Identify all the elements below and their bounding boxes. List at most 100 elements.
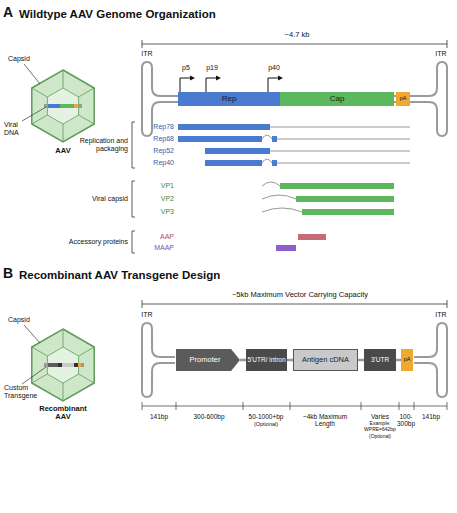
promoter-arrowhead [216, 76, 221, 81]
capsid-icon [32, 329, 94, 401]
protein-label: MAAP [136, 244, 174, 252]
polya-box: pA [396, 92, 410, 106]
rep-bar [272, 160, 277, 166]
dna-segment [74, 363, 78, 367]
splice-line [262, 159, 272, 163]
box-label: pA [400, 96, 407, 102]
vp-bar [280, 183, 394, 189]
rep-bar [272, 136, 277, 142]
dna-segment [58, 363, 62, 367]
dna-segment [81, 363, 84, 367]
box-label: 3'UTR [371, 357, 389, 364]
dna-segment [78, 363, 81, 367]
box-label: Cap [330, 95, 345, 103]
box-label: Rep [222, 95, 237, 103]
promoter-shape [176, 349, 240, 371]
transcript-line [270, 151, 410, 152]
panel-title: Recombinant AAV Transgene Design [19, 269, 279, 282]
transcript-line [277, 163, 410, 164]
box-label: Promoter [190, 356, 221, 364]
protein-label: AAP [136, 233, 174, 241]
dimension-label: ~5kb Maximum Vector Carrying Capacity [180, 291, 420, 299]
vp-bar [302, 209, 394, 215]
box-label: Antigen cDNA [302, 356, 349, 364]
splice-line [262, 208, 302, 212]
dna-segment [44, 363, 48, 367]
note-label: Example: WPRE=642bp [363, 421, 397, 432]
promoter-box: Promoter [176, 349, 240, 371]
promoter-arrow [206, 78, 216, 92]
itr-shape [414, 62, 447, 136]
icon-title: AAV [43, 147, 83, 155]
gene-box: Cap [280, 92, 394, 106]
note-label: (Optional) [363, 434, 397, 440]
group-bracket [132, 122, 135, 168]
dna-segment [48, 104, 60, 108]
protein-label: Rep78 [136, 123, 174, 131]
part-label: Viral DNA [4, 121, 30, 137]
box-label: pA [404, 357, 411, 363]
icon-title: Recombinant AAV [38, 405, 88, 422]
protein-label: VP2 [136, 195, 174, 203]
dna-segment [74, 104, 78, 108]
protein-label: VP3 [136, 208, 174, 216]
panel-title: Wildtype AAV Genome Organization [19, 8, 279, 21]
panel-letter: A [3, 5, 19, 21]
cdna-box: Antigen cDNA [293, 349, 358, 371]
note-label: (Optional) [246, 421, 286, 427]
length-label: 100-300bp [396, 413, 416, 428]
itr-label: ITR [135, 50, 159, 58]
part-label: Custom Transgene [4, 384, 40, 400]
capsid-icon [32, 70, 94, 142]
transcript-line [277, 139, 410, 140]
promoter-label: p40 [262, 64, 286, 72]
itr-label: ITR [429, 311, 453, 319]
splice-line [262, 135, 272, 139]
group-bracket [132, 181, 135, 217]
protein-label: Rep68 [136, 135, 174, 143]
aap-bar [298, 234, 326, 240]
dimension-bar [142, 40, 447, 48]
promoter-arrowhead [278, 76, 283, 81]
dimension-bar [142, 300, 447, 308]
dna-segment [78, 104, 82, 108]
leader-line [22, 107, 46, 121]
box-label: 5'UTR/ intron [247, 357, 285, 364]
promoter-arrow [268, 78, 278, 92]
maap-bar [276, 245, 296, 251]
splice-line [262, 182, 280, 186]
leader-line [24, 64, 40, 84]
group-label: Viral capsid [46, 195, 128, 203]
protein-label: Rep40 [136, 159, 174, 167]
length-label: 50-1000+bp [246, 413, 286, 420]
length-label: Varies [363, 413, 397, 420]
part-label: Capsid [8, 55, 48, 63]
dna-segment [62, 363, 74, 367]
element-box: 3'UTR [364, 349, 396, 371]
splice-line [262, 195, 296, 199]
rep-bar [205, 160, 262, 166]
dimension-label: ~4.7 kb [262, 31, 332, 39]
leader-line [24, 325, 40, 343]
dna-segment [48, 363, 58, 367]
rep-bar [178, 124, 270, 130]
panel-letter: B [3, 266, 19, 282]
itr-shape [142, 323, 175, 397]
group-label: Accessory proteins [46, 238, 128, 246]
rep-bar [178, 136, 262, 142]
polya-box: pA [401, 349, 413, 371]
rep-bar [205, 148, 270, 154]
length-label: ~4kb Maximum Length [297, 413, 353, 428]
protein-label: Rep52 [136, 147, 174, 155]
element-box: 5'UTR/ intron [246, 349, 287, 371]
protein-label: VP1 [136, 182, 174, 190]
group-label: Replication and packaging [46, 137, 128, 153]
itr-label: ITR [429, 50, 453, 58]
transcript-line [270, 127, 410, 128]
itr-label: ITR [135, 311, 159, 319]
leader-line [22, 367, 46, 384]
promoter-arrowhead [190, 76, 195, 81]
length-label: 141bp [417, 413, 445, 420]
length-label: 141bp [144, 413, 174, 420]
